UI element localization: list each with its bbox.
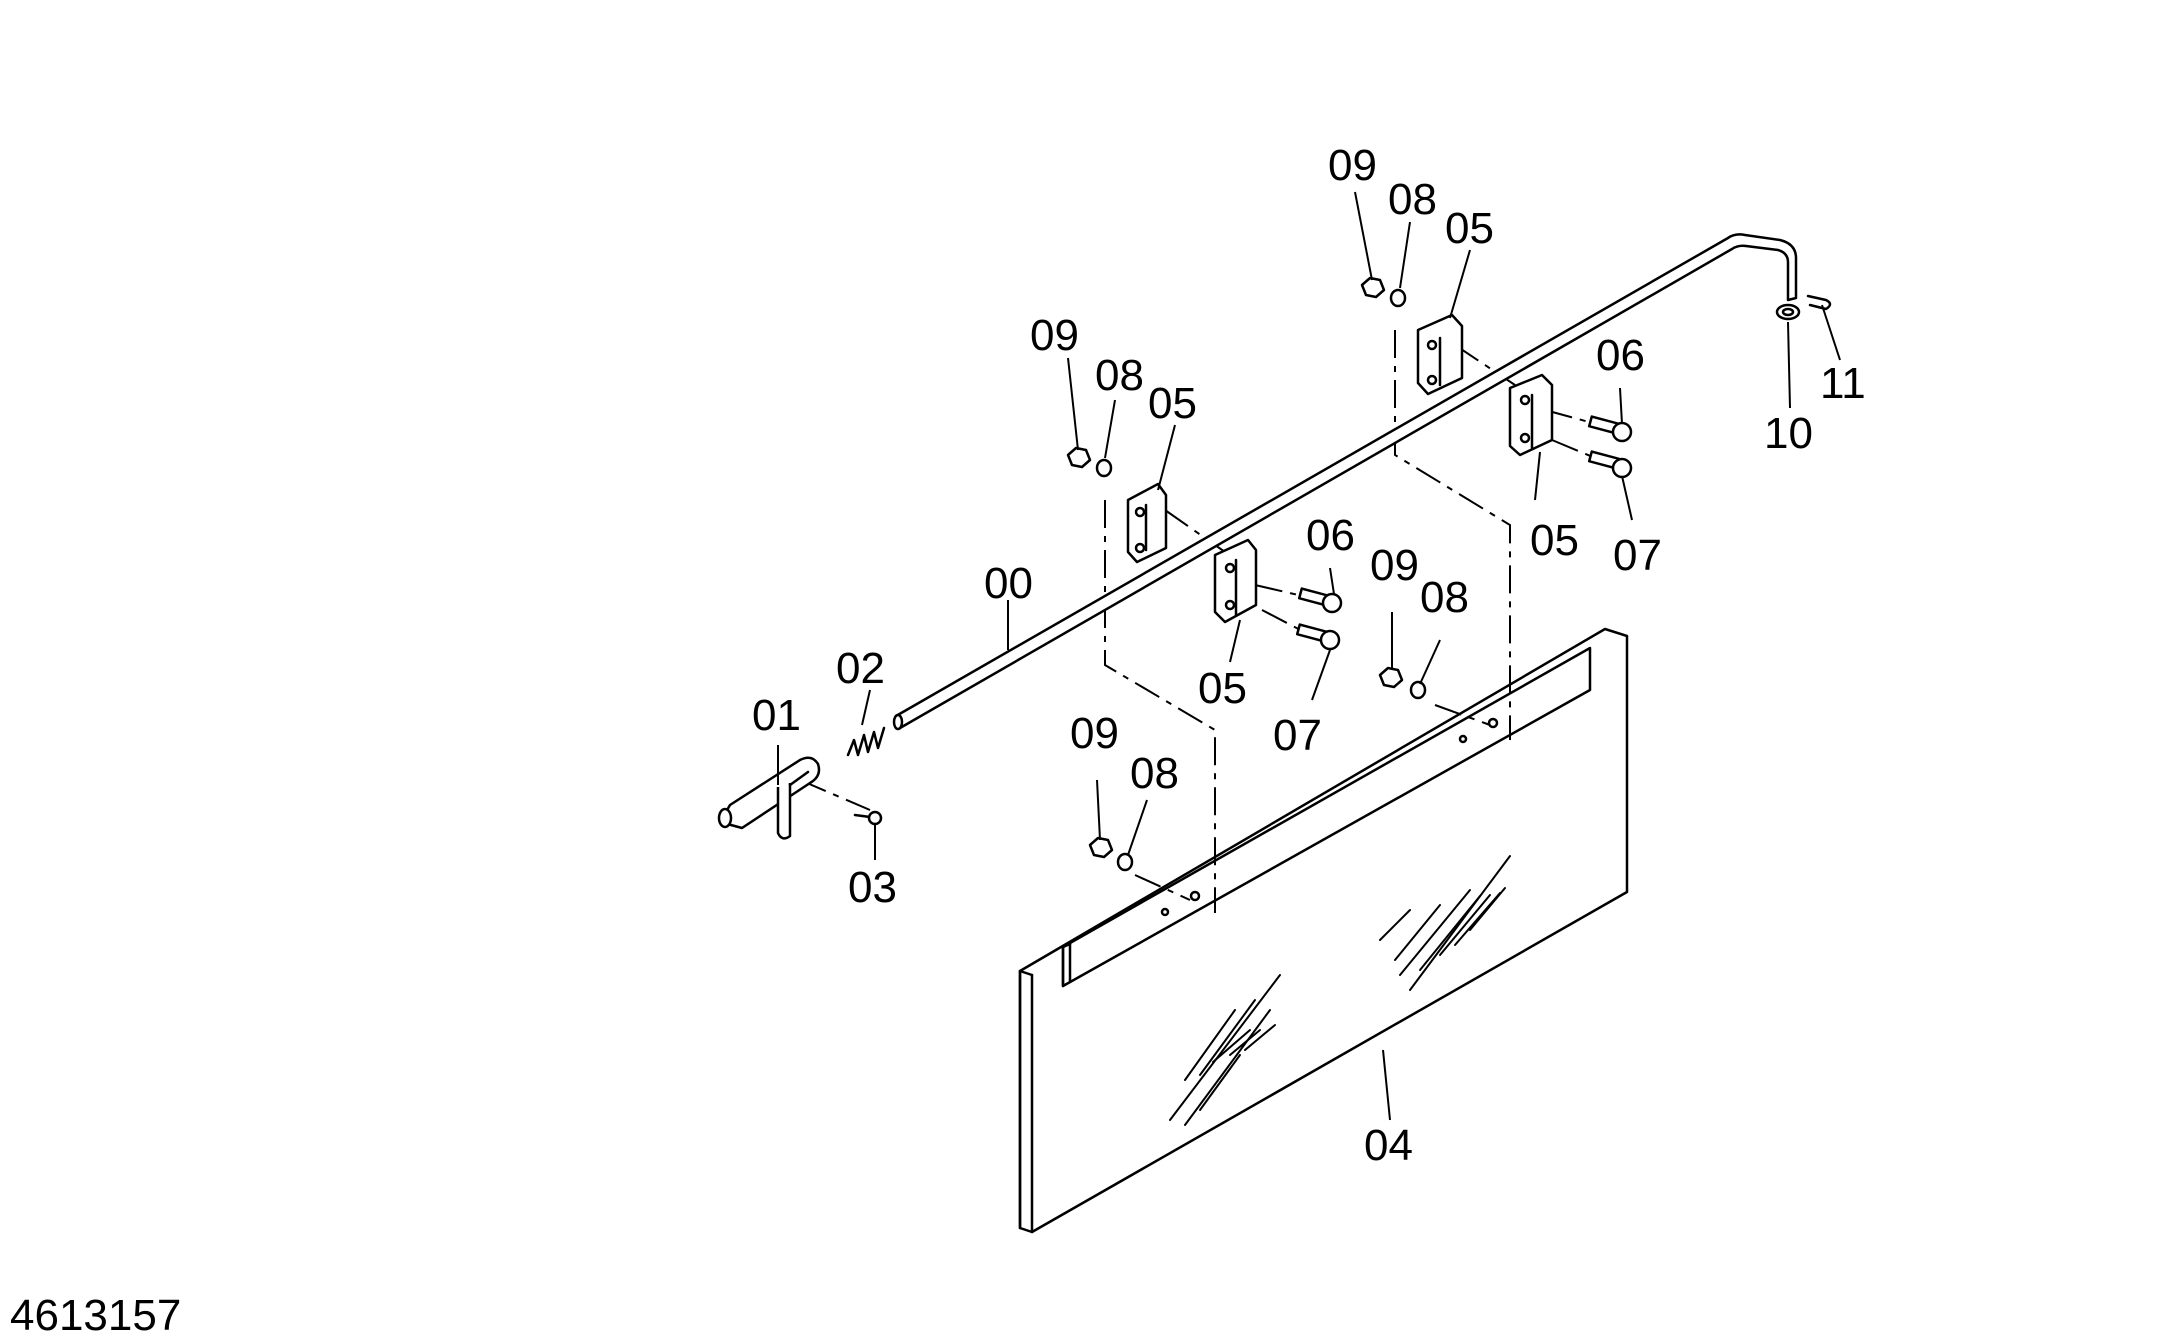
label-washer-top-left: 08 [1095,351,1144,400]
label-rod: 00 [984,559,1033,608]
label-pin: 03 [848,863,897,912]
part-labels: 00 01 02 03 04 05 05 05 05 06 07 06 07 0… [752,141,1866,1170]
bolt-left-lower [1295,623,1341,651]
label-bolt-right-upper: 06 [1596,331,1645,380]
label-washer-bottom: 08 [1130,749,1179,798]
rod [892,233,1798,731]
hinge-right-lower [1508,373,1554,457]
nut-top-right [1360,276,1386,299]
handle [717,756,821,840]
hinge-right-upper [1416,313,1464,396]
label-hinge-right-upper: 05 [1445,204,1494,253]
washer-mid [1409,680,1427,700]
leader-lines [777,191,1841,1121]
spring [846,726,886,757]
label-washer-top-right: 08 [1388,175,1437,224]
label-bolt-right-lower: 07 [1613,531,1662,580]
label-nut-mid: 09 [1370,541,1419,590]
label-nut-top-left: 09 [1030,311,1079,360]
washer-end [1775,303,1801,321]
washer-top-right [1389,288,1407,308]
label-nut-bottom: 09 [1070,709,1119,758]
label-glass: 04 [1364,1121,1413,1170]
label-washer-end: 10 [1764,409,1813,458]
label-hinge-right-lower: 05 [1530,516,1579,565]
nut-mid [1378,666,1404,689]
nut-top-left [1066,446,1092,469]
washer-bottom [1116,852,1134,872]
assembly-guide-lines [799,330,1601,913]
clip-end [1806,294,1832,311]
hinge-left-upper [1126,482,1168,564]
pin [853,810,883,826]
bolt-left-upper [1297,587,1343,614]
hinge-left-lower [1213,538,1258,624]
washer-top-left [1095,458,1113,478]
label-bolt-left-upper: 06 [1306,511,1355,560]
label-hinge-left-lower: 05 [1198,664,1247,713]
nut-bottom [1088,836,1114,859]
label-washer-mid: 08 [1420,573,1469,622]
label-nut-top-right: 09 [1328,141,1377,190]
glass-panel [1018,627,1629,1234]
bolt-right-lower [1587,450,1633,479]
label-hinge-left-upper: 05 [1148,379,1197,428]
label-clip-end: 11 [1820,359,1866,408]
figure-id: 4613157 [10,1291,181,1340]
bolt-right-upper [1587,415,1633,443]
label-spring: 02 [836,644,885,693]
label-handle: 01 [752,691,801,740]
label-bolt-left-lower: 07 [1273,711,1322,760]
